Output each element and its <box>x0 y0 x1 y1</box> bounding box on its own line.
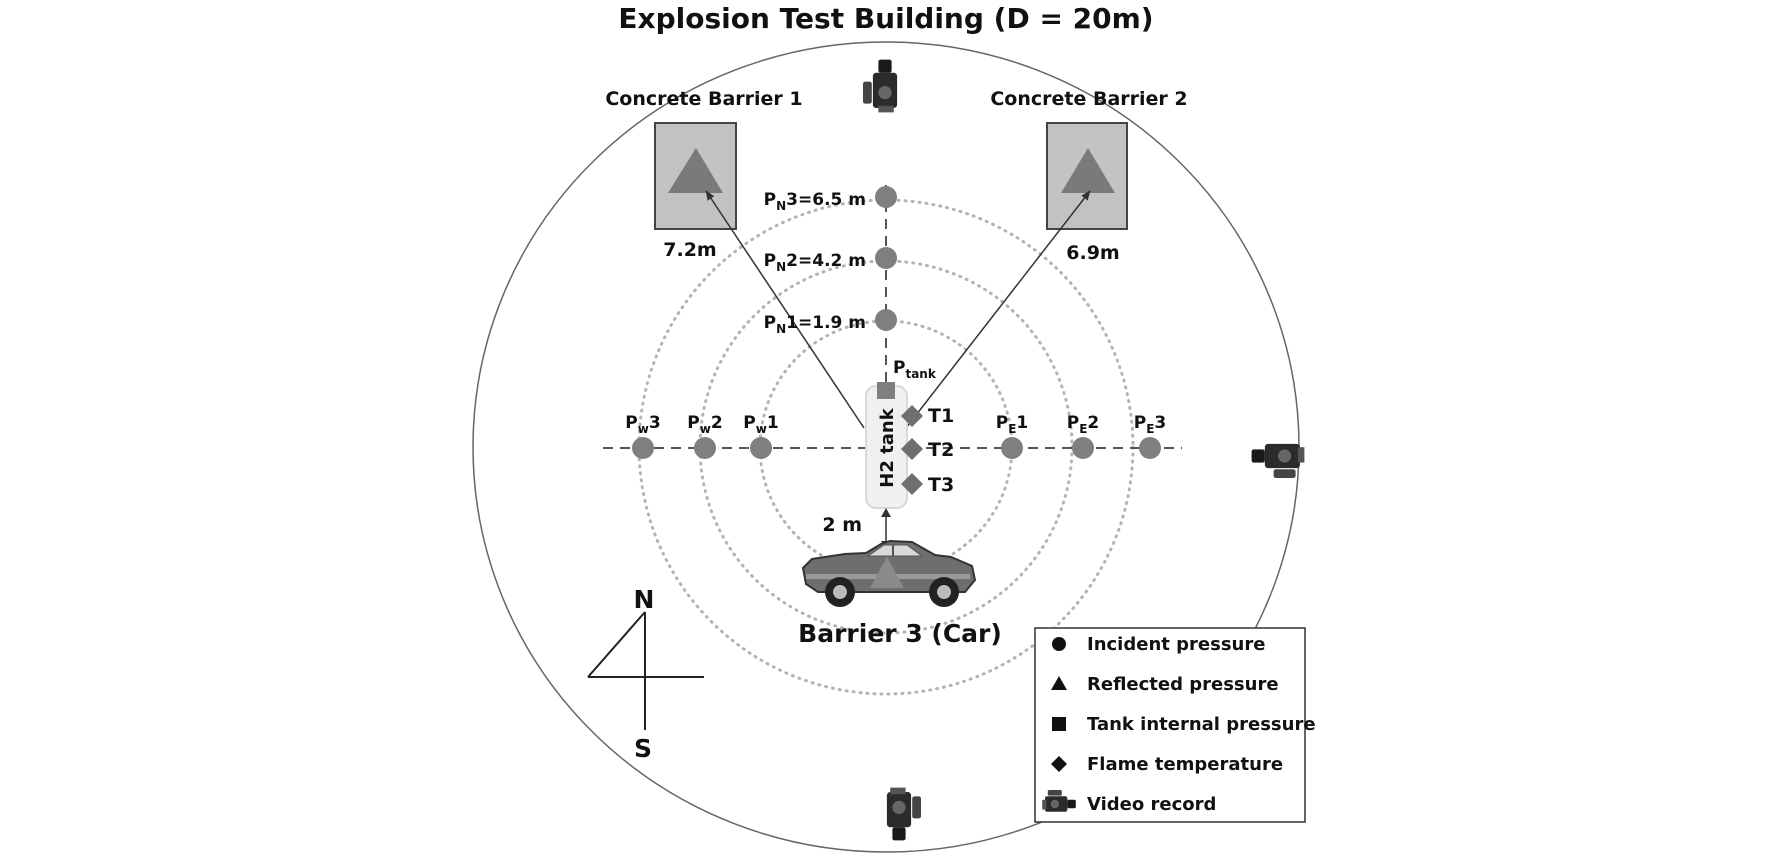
sensor-label-pe2: PE2 <box>1067 413 1100 436</box>
compass: N S <box>587 585 704 763</box>
compass-south-label: S <box>634 734 652 763</box>
incident-pressure-sensor-pe3 <box>1139 437 1161 459</box>
compass-diagonal-line <box>587 611 646 678</box>
sensor-label-pe1: PE1 <box>996 413 1029 436</box>
flame-temperature-sensor-t1 <box>901 405 923 427</box>
incident-pressure-sensor-pe2 <box>1072 437 1094 459</box>
sensor-label-pn3: PN3=6.5 m <box>764 190 866 213</box>
legend-label-video-record: Video record <box>1087 794 1216 815</box>
barrier-1-distance: 7.2m <box>663 239 716 261</box>
legend-label-tank-internal-pressure: Tank internal pressure <box>1087 714 1316 735</box>
flame-temperature-sensor-t2 <box>901 438 923 460</box>
diagram-title: Explosion Test Building (D = 20m) <box>618 2 1153 35</box>
legend-circle-icon <box>1052 637 1066 651</box>
legend-label-flame-temperature: Flame temperature <box>1087 754 1283 775</box>
barrier-2-distance: 6.9m <box>1066 242 1119 264</box>
sensor-label-pw1: Pw1 <box>743 413 778 436</box>
sensor-label-pn2: PN2=4.2 m <box>764 251 866 274</box>
car-gap-label: 2 m <box>822 514 862 536</box>
compass-north-label: N <box>634 585 655 614</box>
legend-label-reflected-pressure: Reflected pressure <box>1087 674 1279 695</box>
incident-pressure-sensor-pw3 <box>632 437 654 459</box>
video-camera-east-icon <box>1251 443 1305 478</box>
tank-internal-pressure-sensor <box>877 382 895 399</box>
legend: Incident pressure Reflected pressure Tan… <box>1034 627 1316 823</box>
thermocouple-label-t1: T1 <box>928 405 954 427</box>
legend-label-incident-pressure: Incident pressure <box>1087 634 1265 655</box>
reflected-pressure-marker-1 <box>668 148 723 193</box>
incident-pressure-sensor-pn2 <box>875 247 897 269</box>
car-gap-arrow-head-top <box>881 508 891 517</box>
thermocouple-label-t2: T2 <box>928 439 954 461</box>
thermocouple-label-t3: T3 <box>928 474 954 496</box>
barrier-1-label: Concrete Barrier 1 <box>605 88 802 110</box>
sensor-label-pw2: Pw2 <box>687 413 722 436</box>
barrier-2-distance-arrow <box>905 190 1091 429</box>
legend-square-icon <box>1052 717 1066 731</box>
barrier-2-label: Concrete Barrier 2 <box>990 88 1187 110</box>
flame-temperature-sensor-t3 <box>901 473 923 495</box>
legend-triangle-icon <box>1051 676 1067 690</box>
sensor-label-ptank: Ptank <box>893 358 937 381</box>
reflected-pressure-marker-2 <box>1061 148 1115 193</box>
barrier-1-distance-arrow <box>705 190 865 429</box>
barrier-3-label: Barrier 3 (Car) <box>798 619 1002 648</box>
incident-pressure-sensor-pn1 <box>875 309 897 331</box>
sensor-label-pe3: PE3 <box>1134 413 1167 436</box>
sensor-label-pw3: Pw3 <box>625 413 660 436</box>
video-camera-north-icon <box>863 59 898 113</box>
video-camera-south-icon <box>886 787 921 841</box>
sensor-label-pn1: PN1=1.9 m <box>764 313 866 336</box>
legend-box <box>1034 627 1306 823</box>
pickup-truck-image <box>801 539 977 607</box>
reflected-pressure-marker-3 <box>870 557 904 588</box>
incident-pressure-sensor-pe1 <box>1001 437 1023 459</box>
incident-pressure-sensor-pn3 <box>875 186 897 208</box>
h2-tank-label: H2 tank <box>877 407 898 487</box>
incident-pressure-sensor-pw2 <box>694 437 716 459</box>
incident-pressure-sensor-pw1 <box>750 437 772 459</box>
legend-diamond-icon <box>1051 756 1067 772</box>
